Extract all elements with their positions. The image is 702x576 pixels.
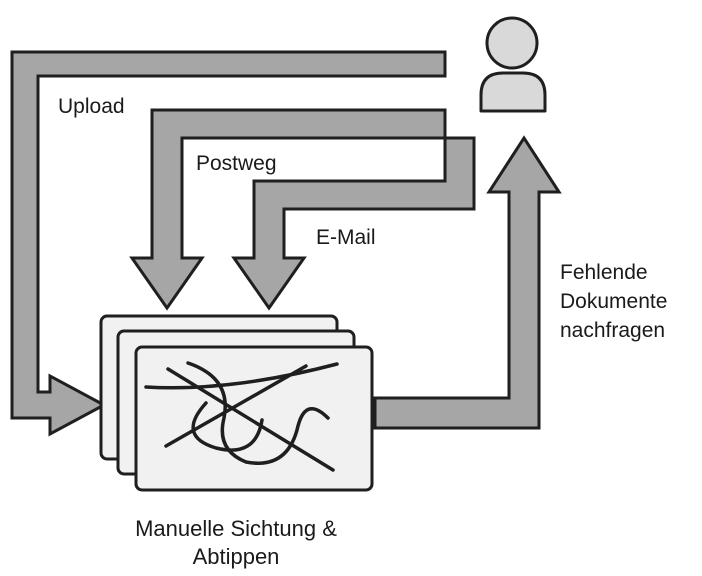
postweg-label: Postweg xyxy=(196,152,277,175)
request-missing-documents-arrow xyxy=(373,135,562,430)
email-arrow xyxy=(231,136,476,311)
request-missing-documents-label: Fehlende Dokumente nachfragen xyxy=(560,261,668,342)
manual-review-label: Manuelle Sichtung & Abtippen xyxy=(135,516,337,569)
user-icon xyxy=(479,16,547,113)
upload-arrow xyxy=(10,50,447,437)
scribbled-documents-icon xyxy=(99,314,374,492)
upload-label: Upload xyxy=(58,95,125,118)
postweg-arrow xyxy=(129,108,447,311)
email-label: E-Mail xyxy=(316,226,376,249)
